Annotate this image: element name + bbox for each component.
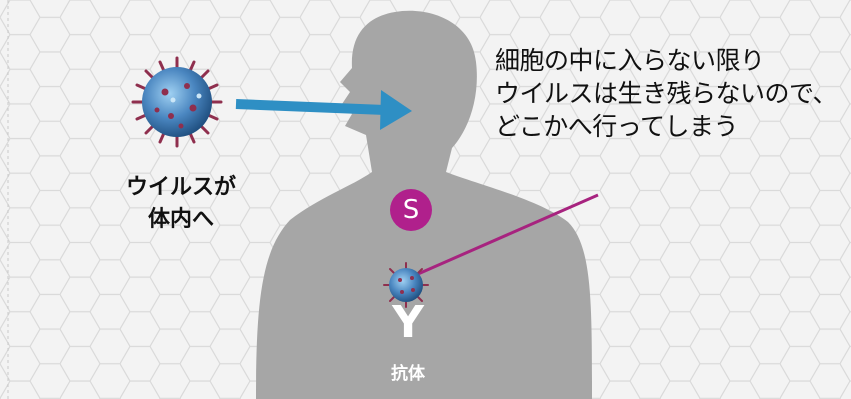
virus-icon-large <box>131 56 223 148</box>
caption-line-1: 細胞の中に入らない限り <box>495 46 765 75</box>
virus-entry-label: ウイルスが 体内へ <box>96 172 266 236</box>
pointer-line <box>417 193 599 276</box>
arrow-right-icon <box>235 90 412 130</box>
antibody-label: 抗体 <box>391 364 425 384</box>
virus-label-line-2: 体内へ <box>147 207 214 232</box>
explanation-caption: 細胞の中に入らない限り ウイルスは生き残らないので、 どこかへ行ってしまう <box>495 44 847 143</box>
caption-line-2: ウイルスは生き残らないので、 <box>495 79 838 108</box>
caption-line-3: どこかへ行ってしまう <box>495 112 739 141</box>
virus-icon-small <box>383 262 429 308</box>
antibody-y-icon: Y <box>392 297 424 348</box>
s-badge: S <box>390 189 432 231</box>
virus-label-line-1: ウイルスが <box>125 175 236 200</box>
